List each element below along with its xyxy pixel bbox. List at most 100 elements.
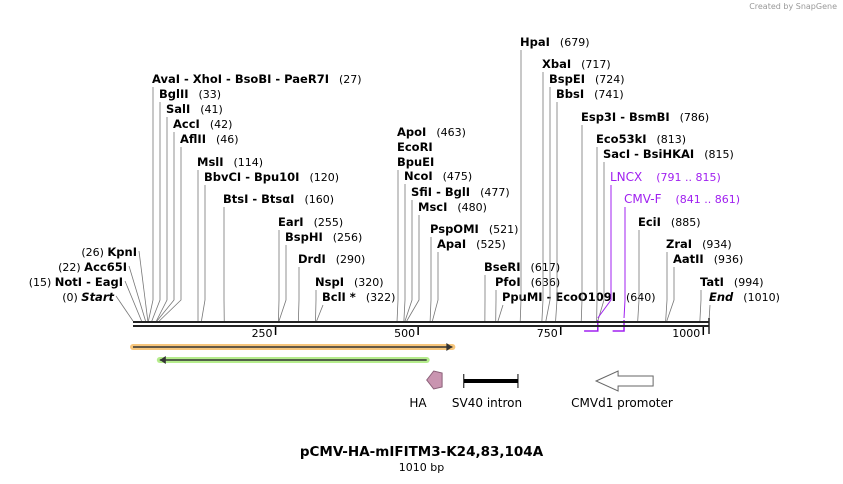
site-leader [404, 200, 413, 322]
enzyme-label: Eco53kI(813) [596, 132, 686, 146]
plasmid-length: 1010 bp [398, 461, 445, 474]
feature-bar [463, 379, 518, 383]
enzyme-label: BspEI(724) [549, 72, 625, 86]
enzyme-label: EciI(885) [638, 215, 701, 229]
primer-label: CMV-F(841 .. 861) [624, 192, 740, 206]
site-label: TatI(994) [699, 275, 764, 322]
site-label: (15) NotI - EagI [29, 275, 142, 322]
enzyme-label: BclI *(322) [322, 290, 395, 304]
site-label: AvaI - XhoI - BsoBI - PaeR7I(27) [148, 72, 362, 322]
site-leader [128, 265, 146, 322]
enzyme-label: NspI(320) [315, 275, 384, 289]
site-label: BspHI(256) [278, 230, 362, 322]
enzyme-label: BspHI(256) [285, 230, 362, 244]
site-leader [699, 290, 702, 322]
site-leader [580, 125, 583, 322]
enzyme-label: SalI(41) [166, 102, 223, 116]
site-leader [555, 102, 558, 322]
site-label: Esp3I - BsmBI(786) [580, 110, 709, 322]
site-leader [666, 267, 675, 322]
enzyme-label: AatII(936) [673, 252, 743, 266]
site-leader [597, 162, 605, 322]
orf-arrowhead [446, 343, 453, 351]
enzyme-label: ApoI(463) [397, 125, 466, 139]
enzyme-label: ZraI(934) [666, 237, 732, 251]
site-label: NspI(320) [315, 275, 384, 322]
site-label: ApaI(525) [432, 237, 506, 322]
primer-label: LNCX(791 .. 815) [610, 170, 721, 184]
enzyme-label: XbaI(717) [542, 57, 611, 71]
enzyme-label: EcoRI [397, 140, 433, 154]
enzyme-label: BpuEI [397, 155, 434, 169]
site-label: MscI(480) [406, 200, 487, 322]
site-label: AatII(936) [666, 252, 743, 322]
enzyme-label: DrdI(290) [298, 252, 365, 266]
enzyme-label: (0) Start [62, 290, 114, 304]
site-label: Eco53kI(813) [596, 132, 686, 322]
site-leader [406, 215, 420, 322]
enzyme-label: MscI(480) [418, 200, 487, 214]
site-label: BclI *(322) [316, 290, 395, 322]
site-leader [297, 267, 300, 322]
primer-binding-mark [584, 320, 599, 332]
site-leader [637, 230, 640, 322]
site-leader [315, 290, 317, 322]
enzyme-label: TatI(994) [700, 275, 764, 289]
site-label: AflII(46) [158, 132, 239, 322]
site-label: NcoI(475) [403, 169, 472, 322]
enzyme-label: End(1010) [709, 290, 780, 304]
plasmid-title: pCMV-HA-mIFITM3-K24,83,104A [299, 444, 544, 460]
site-leader [429, 237, 432, 322]
site-leader [497, 304, 504, 322]
site-leader [124, 280, 142, 322]
enzyme-label: BbsI(741) [556, 87, 624, 101]
feature-arrow [426, 370, 443, 390]
site-label: MslI(114) [197, 155, 263, 322]
enzyme-label: Esp3I - BsmBI(786) [581, 110, 709, 124]
site-leader [396, 170, 399, 322]
enzyme-label: PpuMI - EcoO109I(640) [502, 290, 656, 304]
site-label: BbsI(741) [555, 87, 624, 322]
site-label: DrdI(290) [297, 252, 365, 322]
enzyme-label: BtsI - BtsαI(160) [223, 192, 334, 206]
site-leader [316, 304, 324, 322]
site-leader [432, 252, 439, 322]
site-leader [541, 72, 544, 322]
site-label: BspEI(724) [545, 72, 625, 322]
ruler-label: 1000 [672, 327, 700, 340]
site-leader [138, 250, 149, 322]
enzyme-label: (22) Acc65I [58, 260, 127, 274]
enzyme-label: (15) NotI - EagI [29, 275, 123, 289]
enzyme-label: AvaI - XhoI - BsoBI - PaeR7I(27) [152, 72, 362, 86]
enzyme-label: PspOMI(521) [430, 222, 518, 236]
site-leader [278, 230, 280, 322]
site-label: BtsI - BtsαI(160) [223, 192, 334, 322]
site-label: BglII(33) [151, 87, 221, 322]
site-label: BbvCI - Bpu10I(120) [201, 170, 339, 322]
site-label: SalI(41) [156, 102, 223, 322]
enzyme-label: BglII(33) [159, 87, 221, 101]
enzyme-label: PfoI(636) [495, 275, 560, 289]
ruler-label: 500 [394, 327, 415, 340]
enzyme-label: BseRI(617) [484, 260, 560, 274]
site-leader [148, 87, 154, 322]
site-leader [665, 252, 668, 322]
enzyme-label: BbvCI - Bpu10I(120) [204, 170, 339, 184]
site-leader [519, 50, 522, 322]
site-label: XbaI(717) [541, 57, 611, 322]
ruler-label: 250 [252, 327, 273, 340]
orf-arrowhead [159, 356, 166, 364]
primer-binding-mark [612, 320, 625, 332]
snapgene-credit: Created by SnapGene [749, 2, 837, 11]
site-label: SacI - BsiHKAI(815) [597, 147, 734, 322]
site-label: ZraI(934) [665, 237, 732, 322]
site-label: PspOMI(521) [429, 222, 518, 322]
enzyme-label: ApaI(525) [437, 237, 506, 251]
site-leader [545, 87, 551, 322]
site-label: PfoI(636) [495, 275, 560, 322]
site-label: PpuMI - EcoO109I(640) [497, 290, 656, 322]
site-label: (26) KpnI [81, 245, 149, 322]
